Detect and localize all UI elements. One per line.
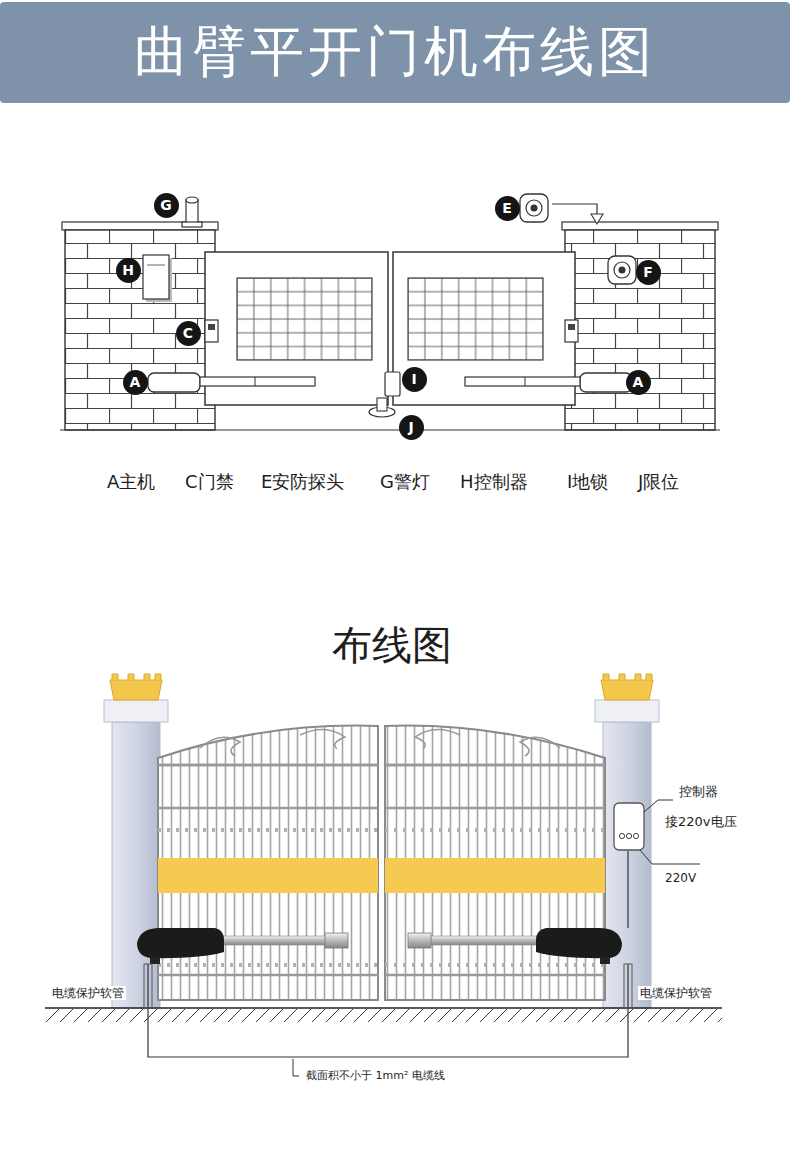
gate-leaves [60, 252, 720, 430]
ground-lock [369, 372, 400, 417]
voltage-label: 220V [663, 871, 698, 885]
callout-letter: G [160, 198, 172, 212]
callout-circle: J [399, 415, 424, 440]
warning-light [182, 197, 202, 227]
callout-circle: I [402, 367, 427, 392]
callout-letter: E [502, 201, 512, 215]
iron-gate [158, 726, 605, 1000]
callout-letter: A [633, 375, 644, 389]
legend-key: G警灯 [378, 471, 432, 493]
callout-circle: A [626, 370, 651, 395]
conduit-label: 电缆保护软管 [638, 986, 714, 1000]
legend-key: I地锁 [565, 471, 610, 493]
conduit-label: 电缆保护软管 [50, 986, 126, 1000]
callout-letter: J [408, 420, 413, 434]
callout-circle: E [495, 196, 520, 221]
gate-openers [137, 928, 622, 964]
title-banner [0, 2, 790, 103]
cable-note: 截面积不小于 1mm² 电缆线 [304, 1069, 447, 1082]
ground-line [45, 1008, 722, 1022]
callout-circle: G [154, 193, 179, 218]
safety-sensor [520, 194, 603, 224]
controller-box [143, 255, 172, 302]
legend-key: C门禁 [183, 471, 236, 493]
callout-letter: C [183, 326, 193, 340]
access-keypad [205, 320, 578, 342]
legend-key: A主机 [105, 471, 157, 493]
callout-letter: A [130, 375, 141, 389]
cable-wiring [144, 851, 632, 1076]
wall-sensor [608, 256, 636, 284]
callout-letter: F [643, 265, 653, 279]
brick-walls [62, 222, 718, 430]
legend-key: J限位 [636, 471, 681, 493]
callout-circle: C [176, 321, 201, 346]
callout-letter: I [411, 372, 416, 386]
legend-key: H控制器 [458, 471, 530, 493]
callout-circle: F [636, 260, 661, 285]
callout-circle: H [116, 258, 141, 283]
legend-key: E安防探头 [259, 471, 346, 493]
part-label: 控制器 [677, 784, 720, 800]
voltage-note: 接220v电压 [663, 814, 739, 830]
section-heading: 布线图 [330, 621, 454, 669]
pillars [104, 674, 659, 1008]
callout-circle: A [123, 370, 148, 395]
page-title: 曲臂平开门机布线图 [0, 22, 790, 82]
callout-letter: H [122, 263, 134, 277]
controller-box [614, 800, 700, 864]
